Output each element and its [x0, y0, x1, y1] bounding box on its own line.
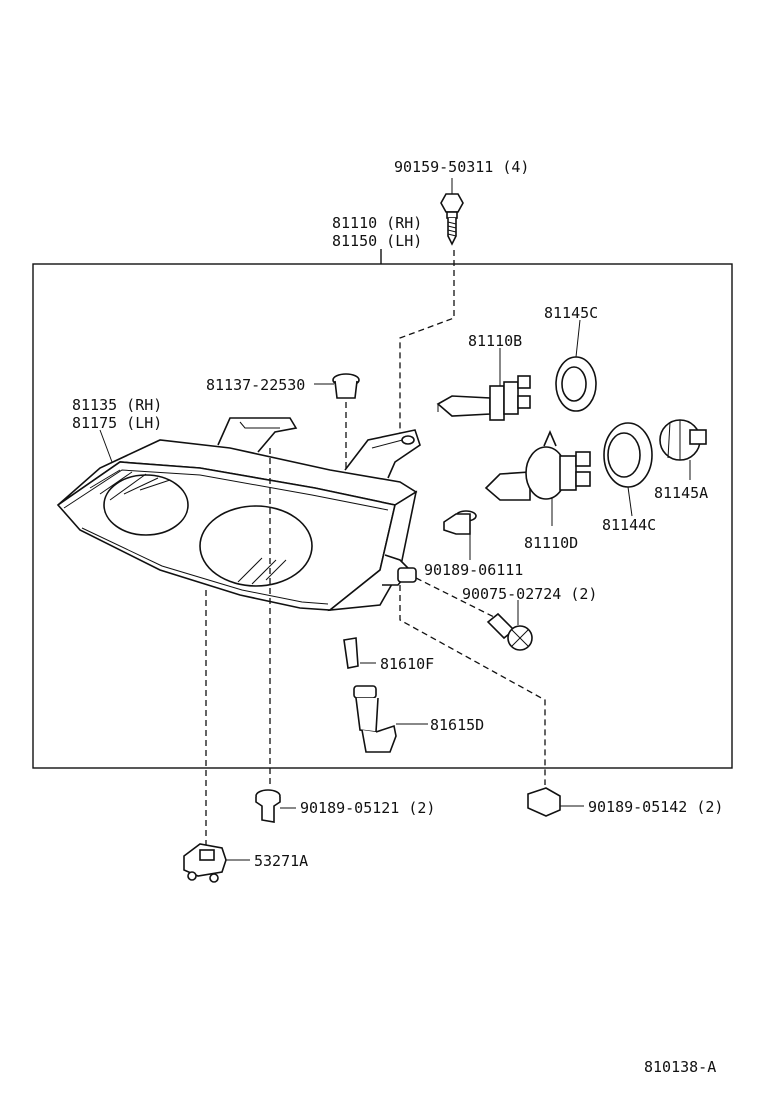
label-socket-d: 81615D: [430, 716, 484, 734]
screw-02724-dash: [415, 577, 497, 619]
unit-leader: [99, 429, 113, 463]
grommet-part: [332, 373, 360, 399]
label-bulb-f: 81610F: [380, 655, 434, 673]
bulb-f-part: [343, 637, 376, 669]
assembly-frame: [32, 263, 733, 769]
headlamp-unit: [56, 417, 421, 612]
label-headlamp-rh: 81110 (RH): [332, 214, 422, 232]
label-cover-c: 81145C: [544, 304, 598, 322]
cover-c-part: [555, 319, 597, 412]
label-adjuster: 53271A: [254, 852, 308, 870]
label-nut-05142: 90189-05142 (2): [588, 798, 723, 816]
label-headlamp-lh: 81150 (LH): [332, 232, 422, 250]
label-cover-a: 81145A: [654, 484, 708, 502]
nut-05142-part: [527, 787, 584, 817]
screw-top-part: [440, 178, 464, 246]
nut-05121-part: [255, 789, 296, 823]
socket-d-part: [353, 685, 428, 753]
label-screw-02724: 90075-02724 (2): [462, 585, 597, 603]
nut-05142-dash: [399, 585, 546, 785]
label-unit-lh: 81175 (LH): [72, 414, 162, 432]
label-gasket: 81144C: [602, 516, 656, 534]
gasket-part: [603, 422, 653, 517]
label-grommet: 81137-22530: [206, 376, 305, 394]
screw-top-leader: [399, 250, 455, 442]
label-nut-06111: 90189-06111: [424, 561, 523, 579]
cover-a-part: [659, 419, 707, 480]
label-nut-05121: 90189-05121 (2): [300, 799, 435, 817]
label-screw-top: 90159-50311 (4): [394, 158, 529, 176]
adjuster-part: [183, 843, 250, 883]
bulb-b-part: [436, 348, 531, 421]
nut-06111-part: [443, 510, 477, 560]
bulb-d-part: [484, 429, 591, 526]
screw-02724-part: [486, 600, 533, 651]
label-bulb-d: 81110D: [524, 534, 578, 552]
label-figure-id: 810138-A: [644, 1058, 716, 1076]
label-bulb-b: 81110B: [468, 332, 522, 350]
label-unit-rh: 81135 (RH): [72, 396, 162, 414]
